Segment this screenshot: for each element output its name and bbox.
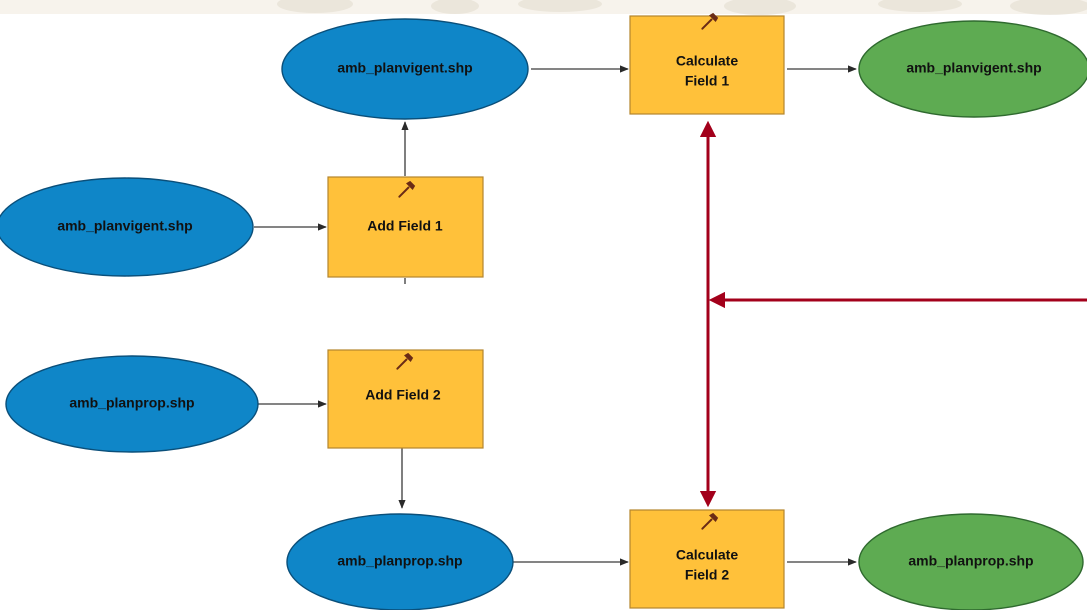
tool-label-line-1: Calculate [676,547,738,563]
node-label: amb_planprop.shp [337,553,462,569]
node-derived-planvigent[interactable]: amb_planvigent.shp [281,18,529,120]
node-derived-planprop[interactable]: amb_planprop.shp [286,513,514,610]
node-label: amb_planprop.shp [69,395,194,411]
tool-label-line-2: Field 1 [685,73,730,89]
tool-calculate-field-2[interactable]: Calculate Field 2 [629,509,785,609]
node-output-planprop[interactable]: amb_planprop.shp [858,513,1084,610]
tool-label: Add Field 2 [365,387,441,403]
tool-calculate-field-1[interactable]: Calculate Field 1 [629,12,785,115]
node-output-planvigent[interactable]: amb_planvigent.shp [858,20,1087,118]
node-label: amb_planvigent.shp [57,218,192,234]
tool-label-line-2: Field 2 [685,567,730,583]
node-label: amb_planprop.shp [908,553,1033,569]
header-strip [0,0,1087,15]
node-input-planprop[interactable]: amb_planprop.shp [5,355,259,453]
node-input-planvigent[interactable]: amb_planvigent.shp [0,177,254,277]
tool-label-line-1: Calculate [676,53,738,69]
tool-label: Add Field 1 [367,218,443,234]
node-label: amb_planvigent.shp [337,60,472,76]
tool-add-field-2[interactable]: Add Field 2 [327,349,484,449]
highlight-link [699,120,1087,508]
node-label: amb_planvigent.shp [906,60,1041,76]
tool-add-field-1[interactable]: Add Field 1 [327,176,484,278]
connectors [254,65,857,566]
